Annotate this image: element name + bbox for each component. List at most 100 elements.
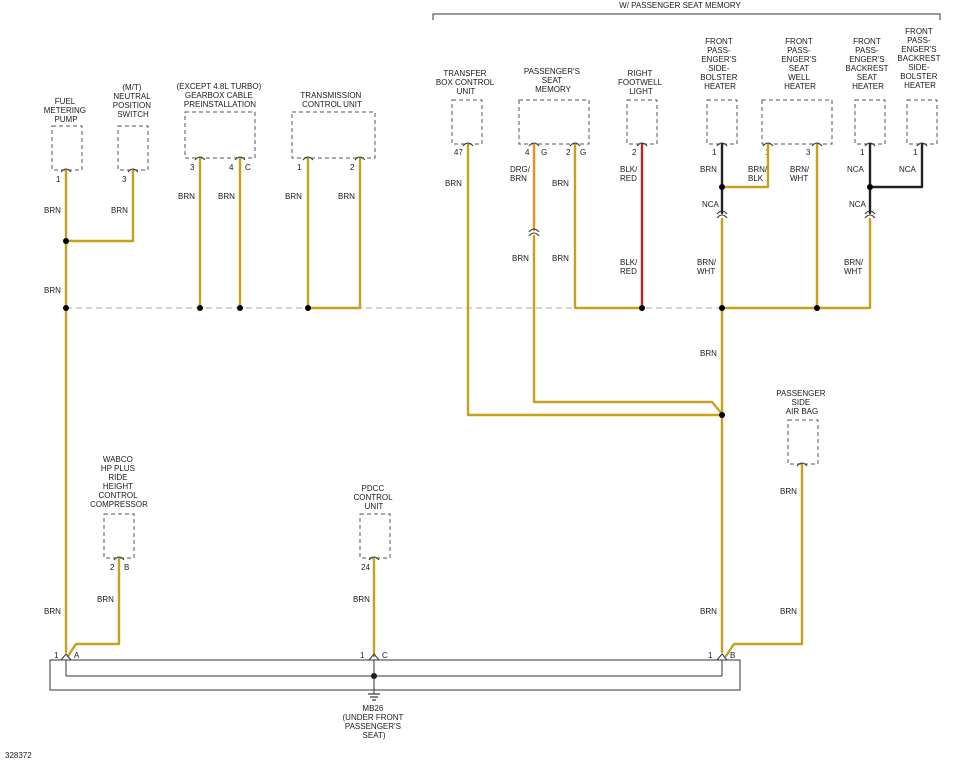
wire-air-bag	[724, 462, 804, 658]
ground-pin-b: 1	[708, 651, 713, 660]
transfer-box-component: TRANSFER BOX CONTROL UNIT 47	[436, 69, 496, 157]
transfer-box-label: TRANSFER BOX CONTROL UNIT	[436, 69, 496, 96]
seat-memory-pin-4: 4	[525, 148, 530, 157]
wire-label-brn: BRN	[178, 192, 195, 201]
wire-seat-well-1	[720, 142, 770, 189]
wire-label-brn: BRN	[44, 206, 61, 215]
backrest-seat-component: FRONT PASS- ENGER'S BACKREST SEAT HEATER…	[845, 37, 890, 157]
wire-label-brn: BRN	[111, 206, 128, 215]
ground-pin-a: 1	[54, 651, 59, 660]
air-bag-label: PASSENGER SIDE AIR BAG	[776, 389, 827, 416]
wire-label-brn: BRN	[285, 192, 302, 201]
wire-label-brn: BRN	[780, 607, 797, 616]
side-bolster-pin: 1	[712, 148, 717, 157]
gearbox-cable-component: (EXCEPT 4.8L TURBO) GEARBOX CABLE PREINS…	[177, 82, 264, 172]
transmission-pin-2: 2	[350, 163, 355, 172]
wabco-component: WABCO HP PLUS RIDE HEIGHT CONTROL COMPRE…	[90, 455, 148, 572]
seat-memory-conn-g2: G	[580, 148, 586, 157]
ground-connector: 1 A 1 C 1 B MB26 (UNDER FRONT PASSENGER'…	[49, 651, 741, 740]
wabco-label: WABCO HP PLUS RIDE HEIGHT CONTROL COMPRE…	[90, 455, 148, 509]
transmission-pin-1: 1	[297, 163, 302, 172]
air-bag-component: PASSENGER SIDE AIR BAG	[776, 389, 827, 465]
seat-memory-label: PASSENGER'S SEAT MEMORY	[524, 67, 582, 94]
backrest-seat-pin: 1	[860, 148, 865, 157]
backrest-bolster-pin: 1	[913, 148, 918, 157]
wire-label-brn: BRN	[552, 254, 569, 263]
seat-memory-pin-2: 2	[566, 148, 571, 157]
wire-transfer-box	[466, 142, 724, 417]
wire-label-brn: BRN	[780, 487, 797, 496]
wire-label-blk-red: BLK/ RED	[620, 165, 640, 183]
wire-label-blk-red: BLK/ RED	[620, 258, 640, 276]
footwell-light-component: RIGHT FOOTWELL LIGHT 2	[618, 69, 664, 157]
seat-well-component: FRONT PASS- ENGER'S SEAT WELL HEATER 1 3	[761, 37, 833, 157]
group-bracket: W/ PASSENGER SEAT MEMORY	[432, 1, 941, 20]
wire-label-brn-wht: BRN/ WHT	[790, 165, 811, 183]
neutral-switch-pin: 3	[122, 175, 127, 184]
wabco-conn: B	[124, 563, 129, 572]
wire-label-brn: BRN	[338, 192, 355, 201]
pdcc-pin: 24	[361, 563, 370, 572]
wire-label-brn-blk: BRN/ BLK	[748, 165, 769, 183]
pdcc-label: PDCC CONTROL UNIT	[353, 484, 394, 511]
footwell-light-label: RIGHT FOOTWELL LIGHT	[618, 69, 664, 96]
wire-label-brn-wht: BRN/ WHT	[697, 258, 718, 276]
fuel-pump-label: FUEL METERING PUMP	[44, 97, 88, 124]
wire-label-brn-wht: BRN/ WHT	[844, 258, 865, 276]
wire-label-brn: BRN	[445, 179, 462, 188]
wire-label-brn: BRN	[44, 607, 61, 616]
footwell-light-pin: 2	[632, 148, 637, 157]
ground-conn-b: B	[730, 651, 735, 660]
gearbox-pin-3: 3	[190, 163, 195, 172]
gearbox-cable-label: (EXCEPT 4.8L TURBO) GEARBOX CABLE PREINS…	[177, 82, 264, 109]
transmission-cu-label: TRANSMISSION CONTROL UNIT	[300, 91, 363, 109]
wire-label-brn: BRN	[353, 595, 370, 604]
wire-label-nca: NCA	[849, 200, 867, 209]
wire-neutral-switch	[64, 168, 135, 243]
seat-well-pin-3: 3	[806, 148, 811, 157]
ground-icon	[368, 693, 380, 701]
transmission-cu-component: TRANSMISSION CONTROL UNIT 1 2	[291, 91, 376, 172]
fuel-pump-component: FUEL METERING PUMP 1	[44, 97, 88, 184]
wire-seat-memory-brn	[532, 234, 724, 416]
wire-label-drg-brn: DRG/ BRN	[510, 165, 532, 183]
neutral-switch-component: (M/T) NEUTRAL POSITION SWITCH 3	[113, 83, 153, 184]
backrest-bolster-label: FRONT PASS- ENGER'S BACKREST SIDE- BOLST…	[897, 27, 942, 90]
seat-well-label: FRONT PASS- ENGER'S SEAT WELL HEATER	[781, 37, 819, 91]
group-label: W/ PASSENGER SEAT MEMORY	[619, 1, 741, 10]
connector-caps	[60, 142, 928, 561]
gearbox-conn-c: C	[245, 163, 251, 172]
side-bolster-label: FRONT PASS- ENGER'S SIDE- BOLSTER HEATER	[700, 37, 740, 91]
transfer-box-pin: 47	[454, 148, 463, 157]
pdcc-component: PDCC CONTROL UNIT 24	[353, 484, 394, 572]
gearbox-pin-4: 4	[229, 163, 234, 172]
wire-labels: BRN BRN BRN BRN BRN BRN BRN BRN DRG/ BRN…	[44, 165, 917, 616]
wire-backrest-seat-brnwht	[815, 217, 872, 310]
ground-conn-a: A	[74, 651, 80, 660]
fuel-pump-pin: 1	[56, 175, 61, 184]
ground-label: MB26 (UNDER FRONT PASSENGER'S SEAT)	[343, 704, 406, 740]
wire-label-nca: NCA	[702, 200, 720, 209]
seat-memory-component: PASSENGER'S SEAT MEMORY 4 G 2 G	[518, 67, 590, 157]
wire-backrest-bolster	[868, 142, 924, 189]
wire-transmission-2	[306, 156, 362, 310]
wire-label-brn: BRN	[700, 165, 717, 174]
wabco-pin: 2	[110, 563, 115, 572]
wire-label-brn: BRN	[700, 607, 717, 616]
wire-label-brn: BRN	[700, 349, 717, 358]
ground-pin-c: 1	[360, 651, 365, 660]
wire-label-brn: BRN	[44, 286, 61, 295]
wire-label-brn: BRN	[97, 595, 114, 604]
backrest-seat-label: FRONT PASS- ENGER'S BACKREST SEAT HEATER	[845, 37, 890, 91]
side-bolster-component: FRONT PASS- ENGER'S SIDE- BOLSTER HEATER…	[700, 37, 740, 157]
ground-conn-c: C	[382, 651, 388, 660]
seat-memory-conn-g1: G	[541, 148, 547, 157]
wire-label-brn: BRN	[218, 192, 235, 201]
wire-seat-memory-2	[573, 142, 644, 310]
splice-dots	[63, 184, 873, 679]
drawing-number: 328372	[5, 751, 32, 760]
backrest-bolster-component: FRONT PASS- ENGER'S BACKREST SIDE- BOLST…	[897, 27, 942, 157]
neutral-switch-label: (M/T) NEUTRAL POSITION SWITCH	[113, 83, 153, 119]
wire-wabco	[66, 556, 121, 658]
